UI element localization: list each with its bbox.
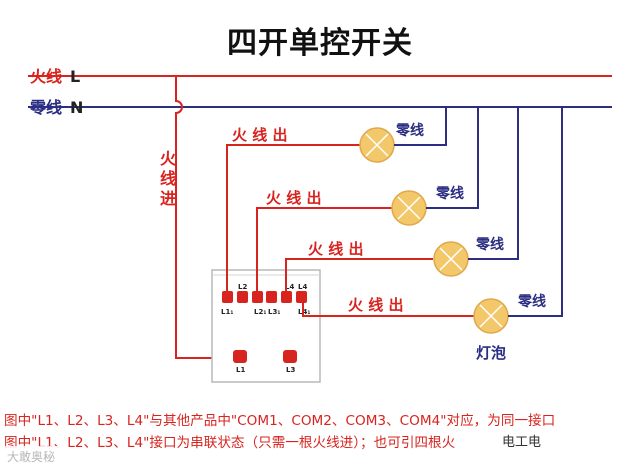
live-in-char-2: 线 bbox=[160, 169, 176, 188]
neutral-label-2: 零线 bbox=[435, 185, 464, 202]
live-out-wire-2 bbox=[256, 207, 392, 291]
terminal-bottom-label-l3: L3 bbox=[286, 366, 295, 374]
neutral-wire-2 bbox=[426, 107, 479, 209]
terminal-l3b bbox=[281, 291, 292, 303]
live-out-label-1: 火 线 出 bbox=[232, 126, 287, 144]
terminal-bottom-label-l1: L1 bbox=[236, 366, 245, 374]
terminal-l4 bbox=[296, 291, 307, 303]
live-out-label-3: 火 线 出 bbox=[308, 240, 363, 258]
terminal-l3 bbox=[266, 291, 277, 303]
caption-text: 图中"L1、L2、L3、L4"与其他产品中"COM1、COM2、COM3、COM… bbox=[4, 410, 640, 454]
caption-line-2: 图中"L1、L2、L3、L4"接口为串联状态（只需一根火线进）；也可引四根火 bbox=[4, 435, 456, 451]
lamp-1 bbox=[359, 127, 395, 163]
lamp-2 bbox=[391, 190, 427, 226]
terminal-sublabel-l2: L2₁ bbox=[254, 308, 266, 316]
terminal-sublabel-l4: L4₁ bbox=[298, 308, 310, 316]
neutral-line-label: 零线 bbox=[29, 98, 62, 117]
lamp-4 bbox=[473, 298, 509, 334]
brand-label: 电工电 bbox=[498, 433, 546, 453]
live-out-label-4: 火 线 出 bbox=[348, 296, 403, 314]
terminal-label-l2: L2 bbox=[238, 283, 247, 291]
terminal-bottom-l3 bbox=[283, 350, 297, 363]
terminal-l1 bbox=[222, 291, 233, 303]
live-in-char-3: 进 bbox=[160, 189, 176, 208]
live-out-wire-4 bbox=[302, 291, 474, 317]
terminal-l2 bbox=[237, 291, 248, 303]
neutral-wire-4 bbox=[508, 107, 563, 317]
terminal-label-l4: L4 bbox=[285, 283, 294, 291]
neutral-wire-3 bbox=[468, 107, 519, 260]
live-in-char-1: 火 bbox=[160, 149, 177, 168]
watermark-text: 大敢奥秘 bbox=[4, 446, 59, 468]
terminal-bottom-l1 bbox=[233, 350, 247, 363]
live-line-letter: L bbox=[70, 67, 80, 86]
diagram-title: 四开单控开关 bbox=[227, 26, 413, 61]
live-line-label: 火线 bbox=[30, 67, 62, 86]
neutral-wire-1 bbox=[394, 107, 447, 146]
terminal-label-l4b: L4 bbox=[298, 283, 307, 291]
live-out-wire-1 bbox=[226, 144, 360, 291]
live-out-wire-3 bbox=[285, 258, 433, 291]
four-gang-switch-body bbox=[211, 269, 321, 383]
terminal-sublabel-l1: L1₁ bbox=[221, 308, 233, 316]
terminal-sublabel-l3: L3₁ bbox=[268, 308, 280, 316]
live-in-wire bbox=[175, 76, 241, 359]
lamp-3 bbox=[433, 241, 469, 277]
neutral-line-letter: N bbox=[70, 98, 83, 117]
bulb-label: 灯泡 bbox=[476, 344, 506, 362]
neutral-label-4: 零线 bbox=[517, 293, 546, 310]
terminal-l2b bbox=[252, 291, 263, 303]
live-out-label-2: 火 线 出 bbox=[266, 189, 321, 207]
neutral-label-3: 零线 bbox=[475, 236, 504, 253]
caption-line-1: 图中"L1、L2、L3、L4"与其他产品中"COM1、COM2、COM3、COM… bbox=[4, 413, 556, 429]
neutral-label-1: 零线 bbox=[395, 122, 424, 139]
